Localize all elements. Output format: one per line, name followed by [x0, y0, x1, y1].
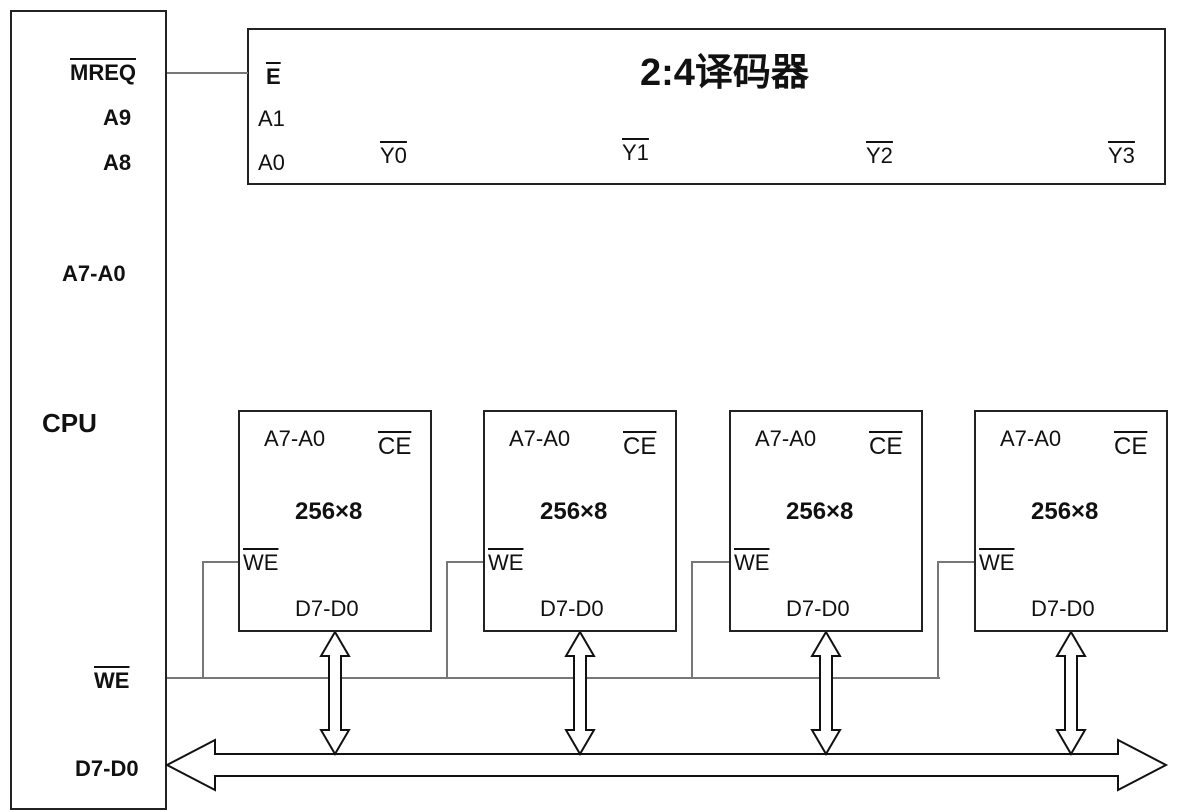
chip-addr-label: A7-A0 [755, 426, 817, 451]
wire-we-chip-1 [446, 561, 483, 678]
decoder-enable: E [266, 64, 281, 89]
wire-we-chip-0 [202, 561, 238, 678]
chip-data-label: D7-D0 [540, 596, 604, 621]
wire-we-chip-2 [691, 561, 729, 678]
memory-chip-3 [974, 410, 1168, 632]
decoder-block [247, 28, 1166, 185]
cpu-pin-a8: A8 [103, 150, 132, 175]
chip-ce-label: CE [869, 433, 903, 460]
cpu-pin-mreq: MREQ [70, 60, 136, 85]
cpu-block [10, 10, 167, 810]
chip-ce-label: CE [378, 433, 412, 460]
chip-ce-label: CE [1114, 433, 1148, 460]
cpu-label: CPU [42, 408, 97, 438]
chip-size-label: 256×8 [540, 498, 608, 525]
chip-data-label: D7-D0 [786, 596, 850, 621]
wire-we-chip-3 [937, 561, 974, 678]
chip-addr-label: A7-A0 [509, 426, 571, 451]
decoder-output-y2: Y2 [866, 143, 893, 168]
decoder-input-a1: A1 [258, 106, 285, 131]
cpu-pin-data: D7-D0 [75, 756, 139, 781]
decoder-title: 2:4译码器 [640, 52, 809, 94]
cpu-pin-we: WE [94, 668, 130, 693]
cpu-pin-addr: A7-A0 [62, 261, 126, 286]
decoder-output-y3: Y3 [1108, 143, 1135, 168]
chip-we-label: WE [488, 550, 524, 575]
memory-chip-1 [483, 410, 677, 632]
chip-data-label: D7-D0 [295, 596, 359, 621]
chip-addr-label: A7-A0 [264, 426, 326, 451]
chip-we-label: WE [243, 550, 279, 575]
chip-size-label: 256×8 [786, 498, 854, 525]
data-arrow-chip-1 [564, 630, 596, 756]
chip-addr-label: A7-A0 [1000, 426, 1062, 451]
chip-we-label: WE [734, 550, 770, 575]
memory-chip-0 [238, 410, 432, 632]
decoder-output-y0: Y0 [380, 143, 407, 168]
decoder-output-y1: Y1 [622, 140, 649, 165]
memory-chip-2 [729, 410, 923, 632]
data-arrow-chip-3 [1055, 630, 1087, 756]
chip-ce-label: CE [623, 433, 657, 460]
chip-size-label: 256×8 [1031, 498, 1099, 525]
data-arrow-chip-2 [810, 630, 842, 756]
data-bus-arrow [164, 738, 1169, 792]
cpu-pin-a9: A9 [103, 105, 132, 130]
chip-size-label: 256×8 [295, 498, 363, 525]
data-arrow-chip-0 [319, 630, 351, 756]
chip-data-label: D7-D0 [1031, 596, 1095, 621]
chip-we-label: WE [979, 550, 1015, 575]
decoder-input-a0: A0 [258, 150, 285, 175]
